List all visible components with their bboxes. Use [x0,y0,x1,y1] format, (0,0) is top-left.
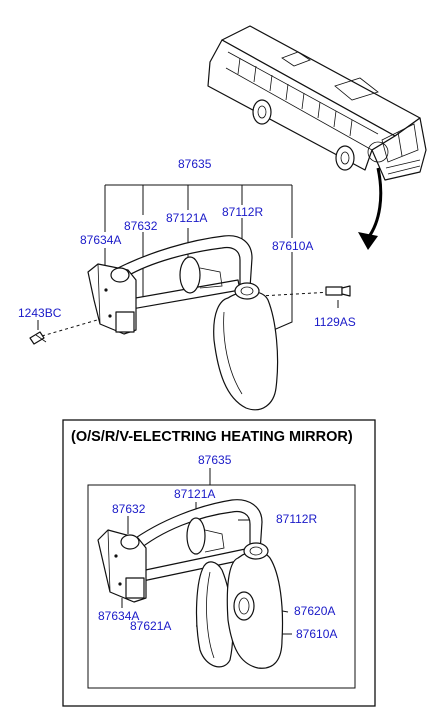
label-87610a-box: 87610A [296,627,337,641]
screw-1243bc [29,331,47,345]
label-87634a: 87634A [80,233,121,247]
label-87635-box: 87635 [198,453,232,467]
variant-title: (O/S/R/V-ELECTRING HEATING MIRROR) [71,429,353,445]
mirror-bracket-box [97,529,147,603]
bolt-1129as [325,285,351,297]
label-87112r-box: 87112R [276,512,317,526]
label-87635: 87635 [178,157,212,171]
mirror-bracket-top [87,263,137,335]
label-87632-box: 87632 [112,502,146,516]
label-87632: 87632 [124,219,158,233]
mirror-housing-box [226,542,284,669]
label-87620a-box: 87620A [294,604,335,618]
mirror-glass-box [195,561,234,668]
label-1129as: 1129AS [314,315,356,329]
label-87621a-box: 87621A [130,619,171,633]
mirror-arm-top [117,235,253,311]
mirror-housing-top [213,282,279,411]
label-1243bc: 1243BC [18,306,62,320]
label-87610a: 87610A [272,239,313,253]
label-87634a-box: 87634A [98,609,139,623]
bus-illustration [207,25,427,181]
mirror-arm-box [129,499,263,583]
label-87121a-box: 87121A [174,487,215,501]
label-87121a: 87121A [166,211,207,225]
label-87112r: 87112R [222,205,263,219]
pointer-arrow [358,167,383,250]
variant-box [62,419,376,707]
